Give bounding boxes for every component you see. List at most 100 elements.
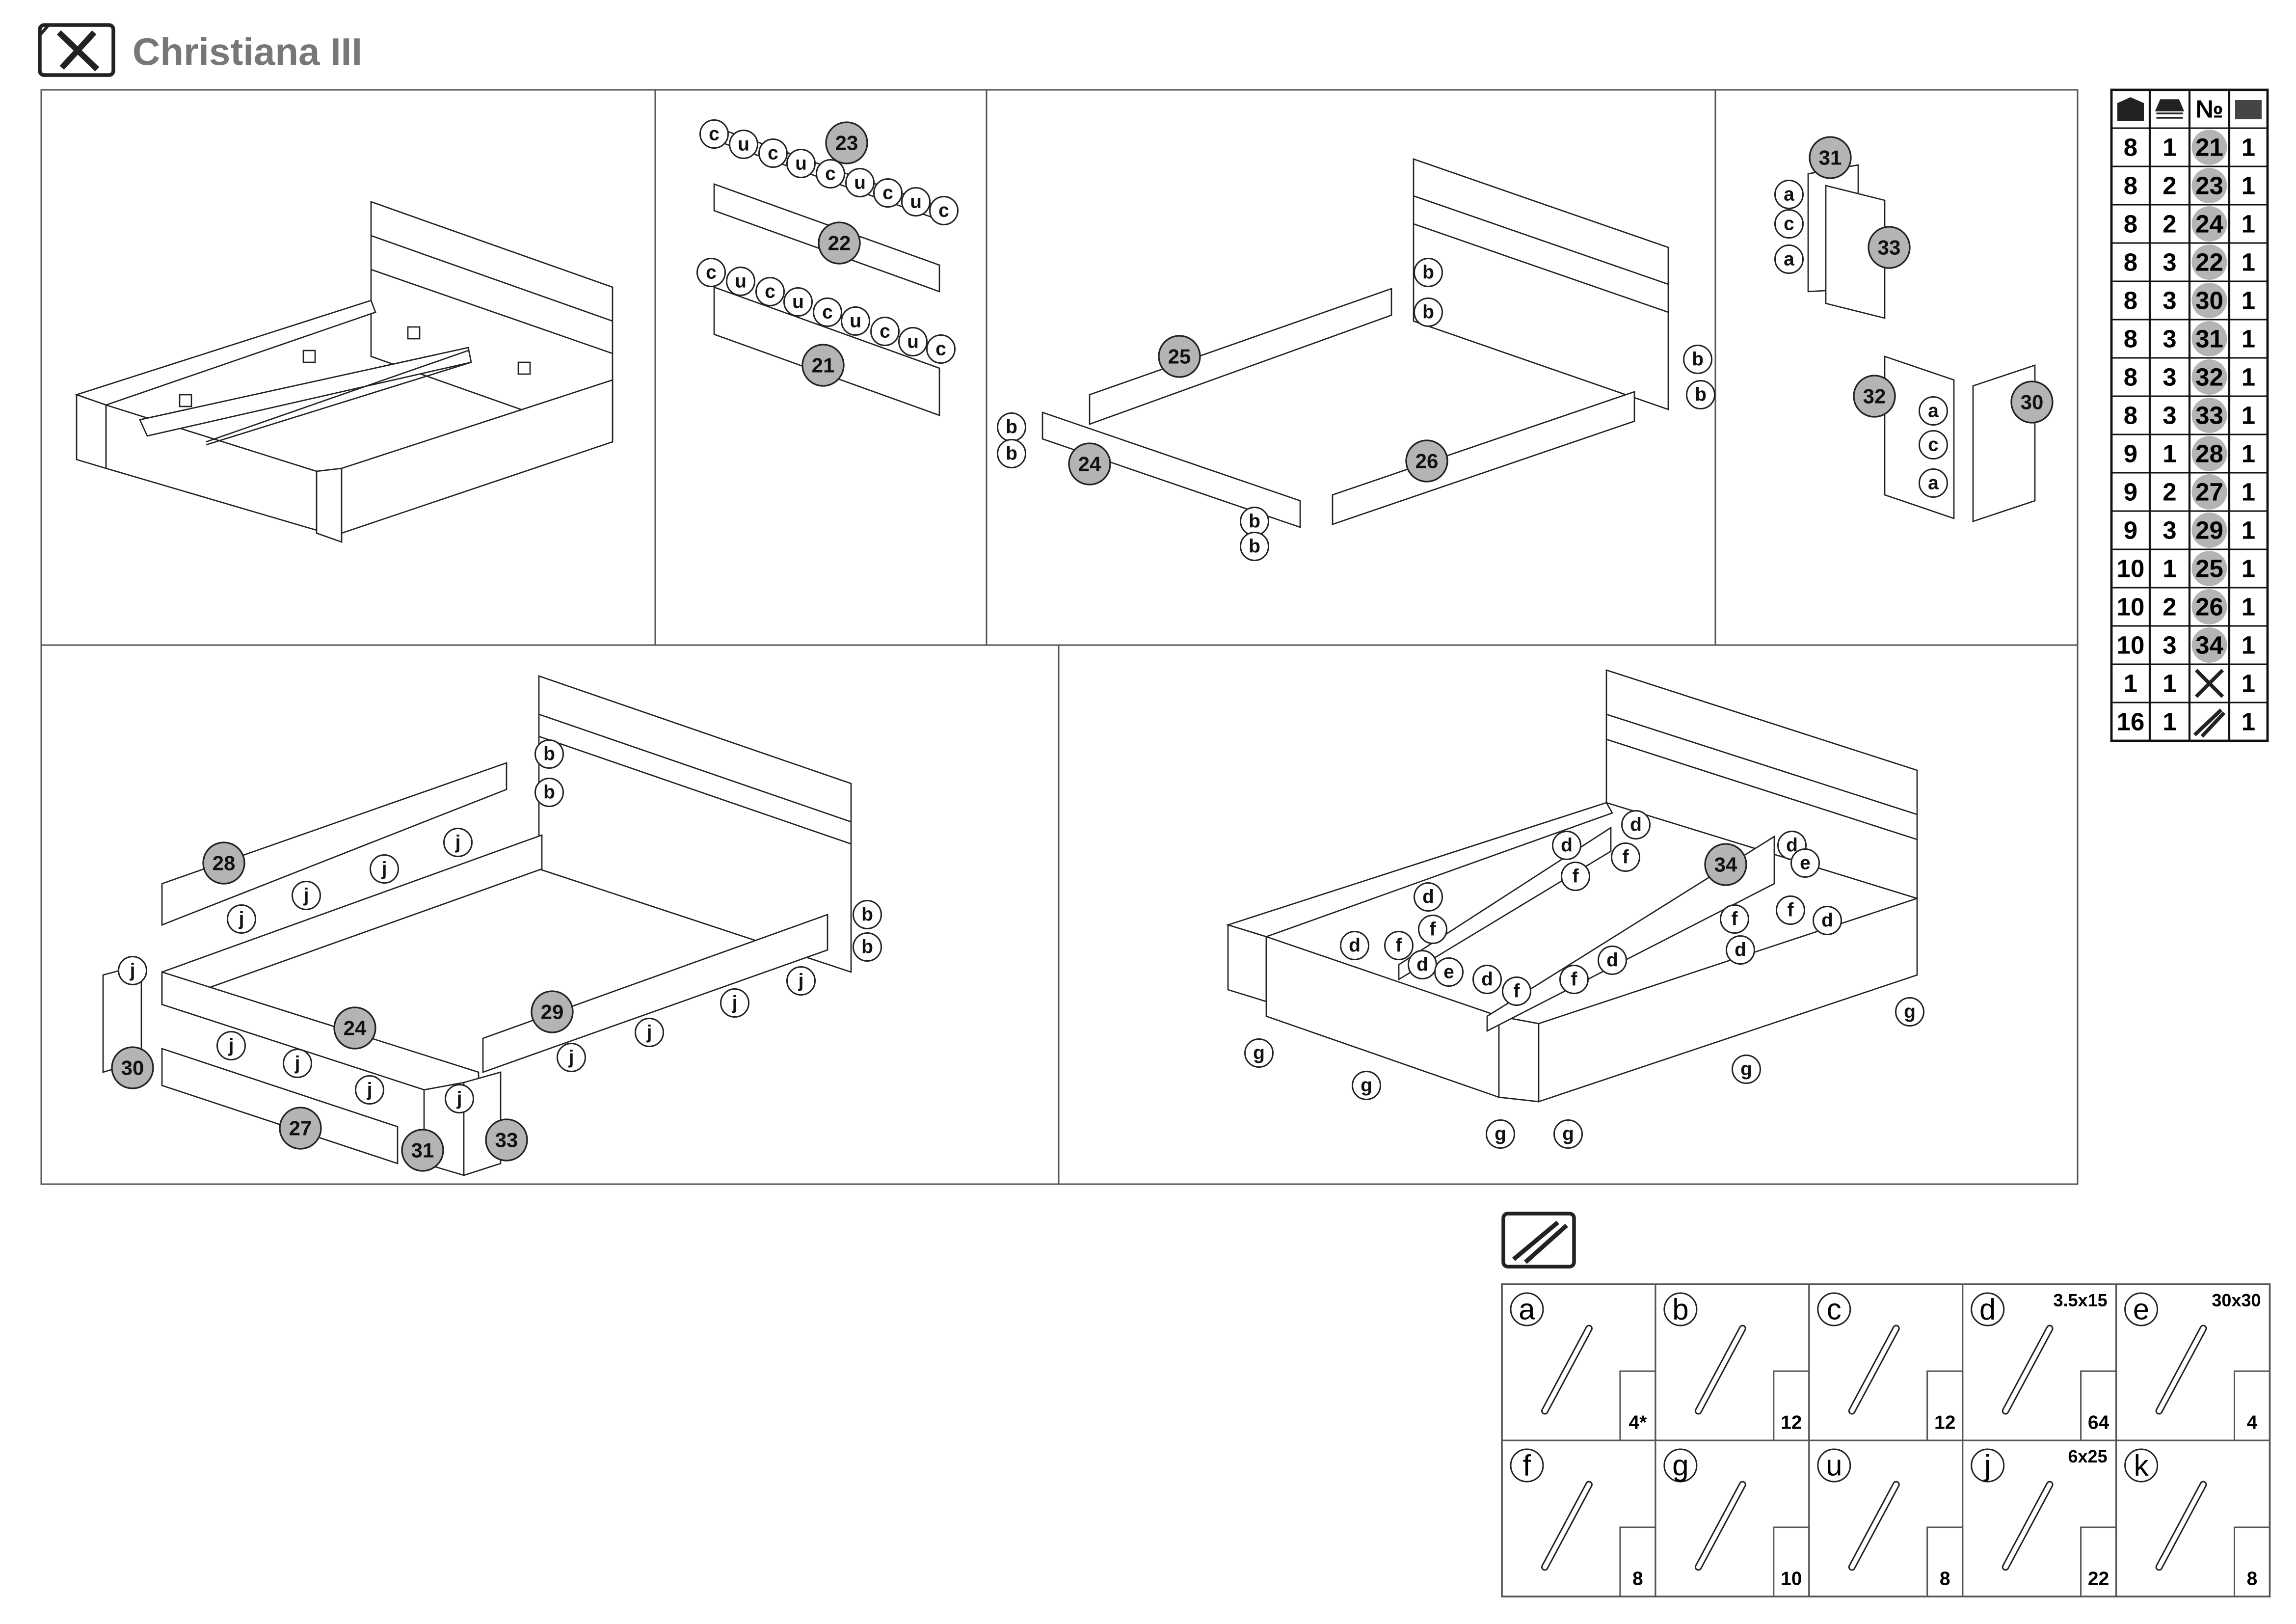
part-badge [2191,129,2227,165]
part-badge [2191,206,2227,242]
callout-label: 31 [1819,146,1842,169]
part-number-badge: 32 [1853,375,1896,418]
callout-circle [1384,930,1414,960]
callout-circle [699,119,729,149]
step-3-drawing [1041,158,1669,528]
part-number-badge: 30 [111,1046,154,1089]
callout-label: a [1928,400,1939,421]
qty-box [2233,1526,2270,1597]
table-cell-qty: 1 [2242,669,2255,697]
hardware-callout: g [1895,997,1925,1027]
hardware-callout: b [997,438,1027,468]
hardware-callout: f [1561,861,1591,891]
hardware-callout: d [1340,930,1370,960]
part-number-badge: 24 [333,1006,376,1050]
callout-label: g [1495,1123,1506,1144]
hardware-callout: j [118,955,148,985]
callout-label: g [1361,1075,1372,1096]
hardware-callout: b [1414,297,1443,327]
part-badge [2191,627,2227,663]
callout-label: j [798,970,804,991]
hardware-callout: f [1418,914,1448,944]
callout-circle [755,276,785,306]
callout-circle [1853,375,1896,418]
table-cell-layer: 1 [2163,707,2176,735]
hardware-letter: d [1979,1293,1996,1326]
hardware-callout: b [1240,506,1270,536]
callout-circle [557,1042,587,1072]
callout-label: b [1006,443,1017,464]
callout-label: b [1695,384,1707,405]
callout-label: j [732,992,738,1013]
table-cell-part: 22 [2195,248,2223,276]
hardware-callout: d [1414,882,1443,912]
table-cell-qty: 1 [2242,210,2255,238]
screws-icon [2193,708,2226,738]
callout-circle [1774,209,1804,239]
callout-circle [1919,430,1949,460]
callout-circle [534,739,564,769]
callout-circle [783,287,813,317]
package-icon [2117,97,2144,121]
callout-label: j [303,885,309,906]
callout-label: a [1928,472,1939,493]
callout-circle [1502,976,1532,1006]
callout-circle [1809,136,1852,179]
hardware-qty: 64 [2088,1412,2109,1433]
callout-label: j [381,858,387,879]
table-cell-layer: 2 [2163,171,2176,199]
callout-circle [901,187,931,217]
callout-label: u [854,172,866,193]
hardware-letter: f [1523,1449,1531,1482]
confirmat-screw-icon [1694,1325,1746,1415]
callout-circle [786,148,816,178]
hardware-letter: g [1672,1449,1688,1482]
hardware-callout: d [1552,830,1582,860]
callout-circle [1868,226,1911,269]
hardware-callout: c [699,119,729,149]
callout-label: d [1422,886,1434,907]
table-cell-part: 28 [2195,439,2223,467]
callout-label: d [1786,835,1798,856]
part-number-badge: 23 [825,121,868,164]
callout-circle [445,1083,475,1113]
callout-label: f [1571,969,1578,990]
callout-circle [1704,843,1747,886]
callout-label: f [1732,908,1738,929]
callout-circle [726,266,756,296]
callout-label: c [880,321,890,342]
hardware-callout: j [445,1083,475,1113]
callout-label: f [1788,899,1794,920]
hardware-item-g: g10 [1655,1439,1810,1597]
hardware-qty: 8 [2247,1568,2258,1589]
callout-circle [1561,861,1591,891]
callout-label: b [543,782,555,803]
hardware-callout: u [845,167,875,197]
callout-circle [1732,1054,1762,1084]
stack-icon [2155,99,2185,119]
hardware-letter: c [1827,1293,1842,1326]
part-number-badge: 33 [485,1118,528,1162]
hardware-callout: d [1813,905,1842,935]
callout-label: g [1253,1042,1265,1063]
callout-circle [443,827,473,857]
wood-screw-icon [2002,1325,2054,1415]
hardware-callout: a [1919,468,1949,498]
table-cell-box: 10 [2117,554,2145,582]
corner-bracket-icon [2155,1325,2207,1415]
part-number-badge: 25 [1158,335,1201,378]
hardware-qty: 4* [1629,1412,1647,1433]
hardware-letter-badge: a [1510,1292,1544,1326]
callout-label: 30 [2021,390,2044,413]
part-badge [2191,167,2227,203]
callout-label: b [1006,416,1017,437]
hardware-letter-badge: c [1817,1292,1851,1326]
hardware-letter-badge: e [2124,1292,2159,1326]
part-number-badge: 31 [1809,136,1852,179]
callout-circle [1720,904,1750,934]
